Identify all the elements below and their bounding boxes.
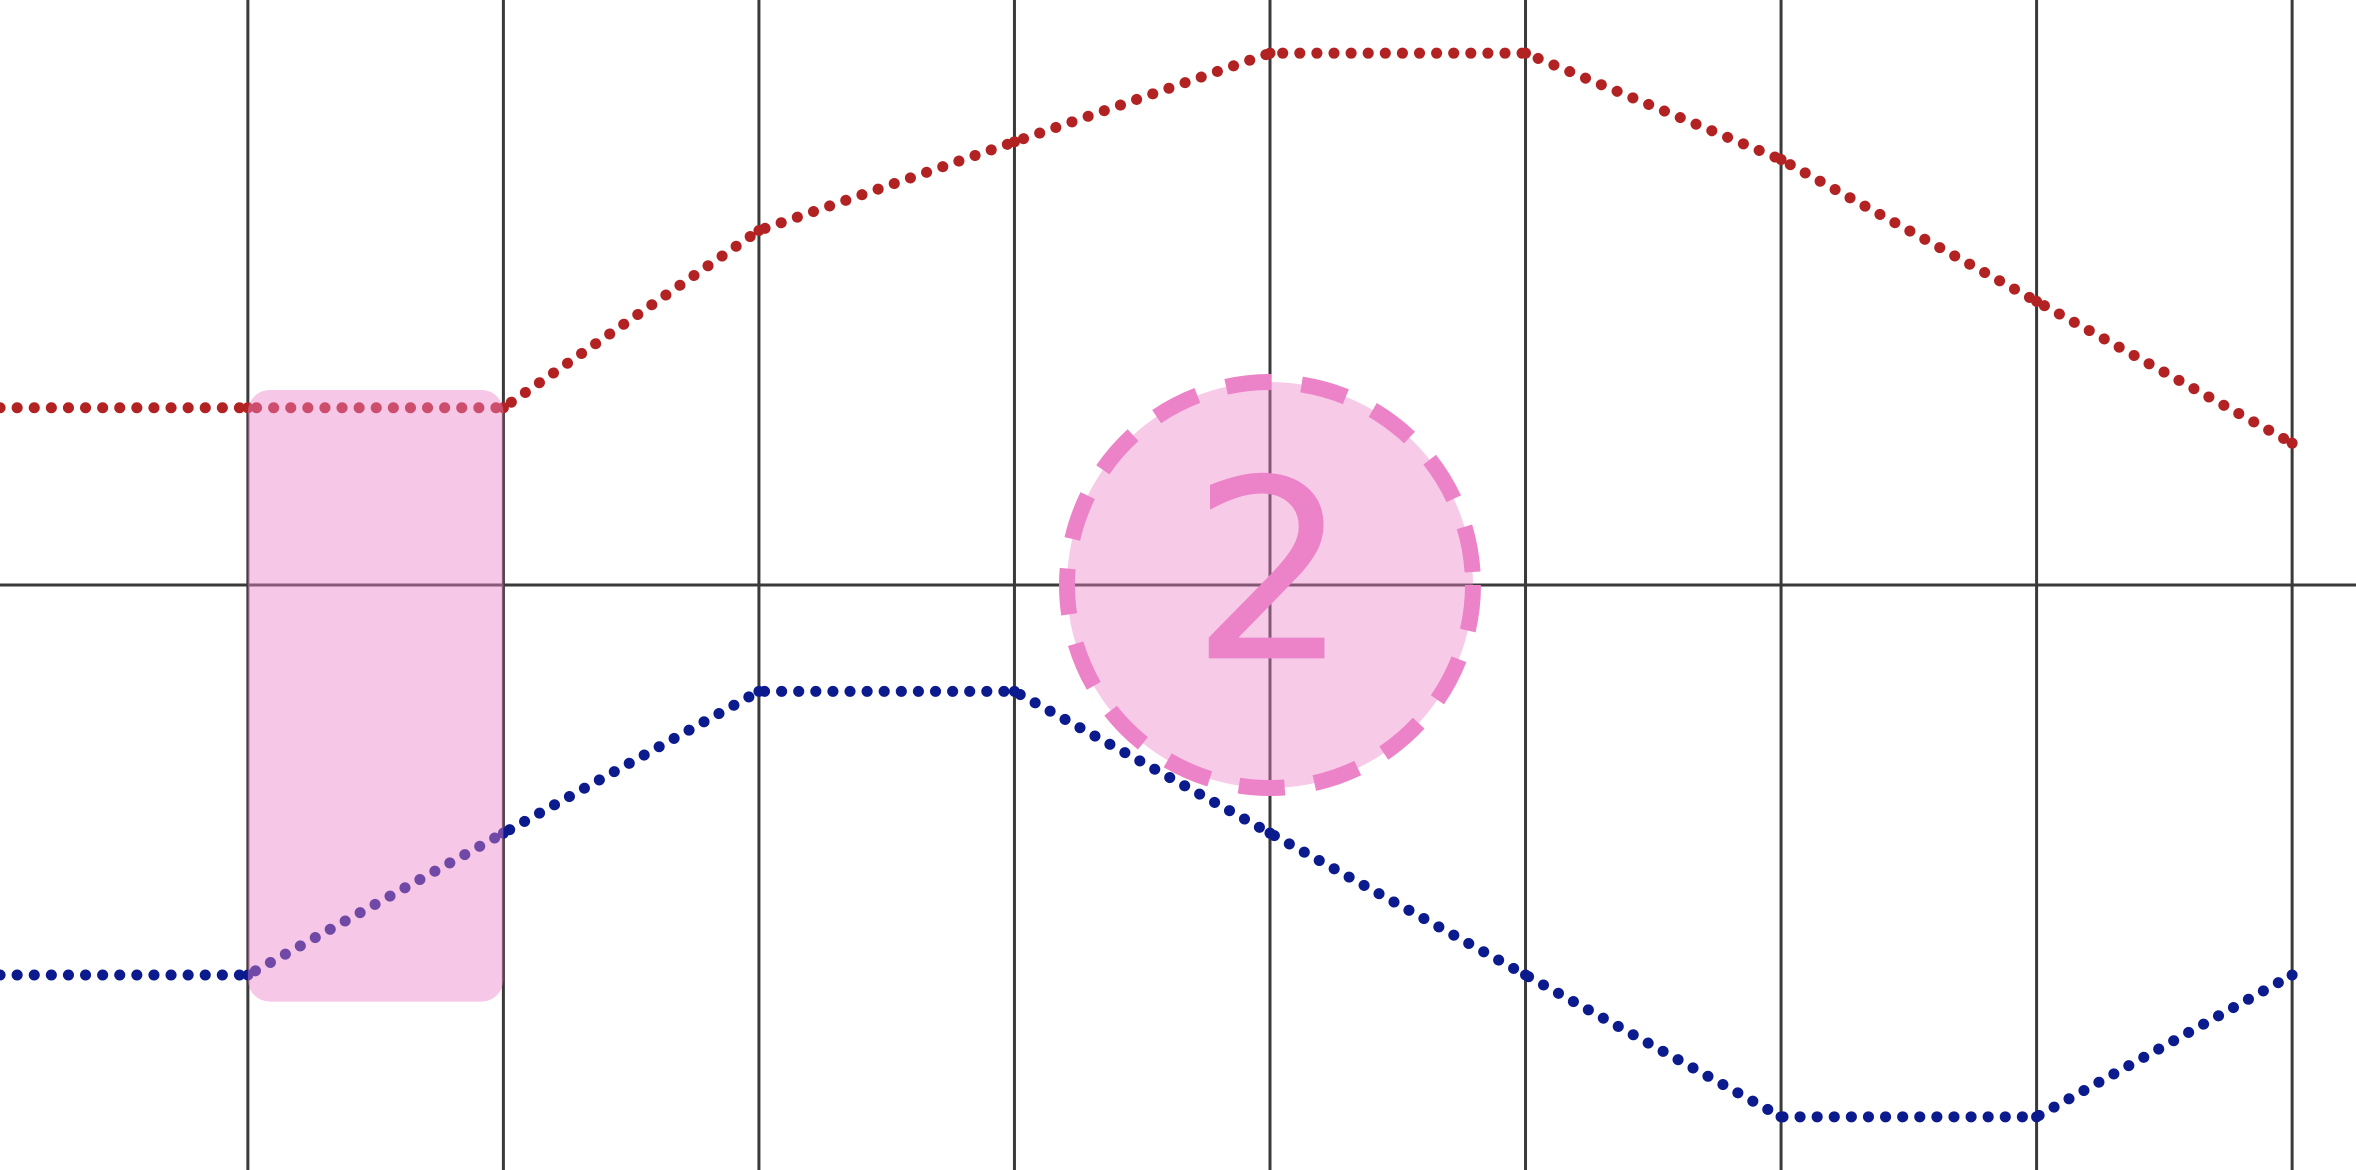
highlight-box — [247, 390, 504, 1002]
series-1-point — [753, 224, 765, 236]
series-1-point — [1008, 136, 1020, 148]
series-1-point — [1520, 47, 1532, 59]
series-2-point — [2286, 969, 2298, 981]
series-1-point — [2031, 295, 2043, 307]
series-2-point — [2031, 1111, 2043, 1123]
series-2-point — [242, 969, 254, 981]
series-2-point — [1264, 827, 1276, 839]
series-2-point — [1775, 1111, 1787, 1123]
circle-marker — [1058, 374, 1481, 796]
series-1-point — [2286, 437, 2298, 449]
series-2-point — [753, 685, 765, 697]
annotations: 2 — [247, 374, 1481, 1002]
series-1-point — [1775, 154, 1787, 166]
series-1-point — [242, 402, 254, 414]
series-2-point — [1520, 969, 1532, 981]
series-line-1 — [0, 47, 2298, 449]
series-2-point — [1008, 685, 1020, 697]
series-line-2 — [0, 685, 2298, 1123]
series-2-point — [497, 827, 509, 839]
series-1-point — [1264, 47, 1276, 59]
circle-marker-label: 2 — [1190, 426, 1349, 717]
series-group — [0, 47, 2298, 1123]
series-1-point — [497, 402, 509, 414]
